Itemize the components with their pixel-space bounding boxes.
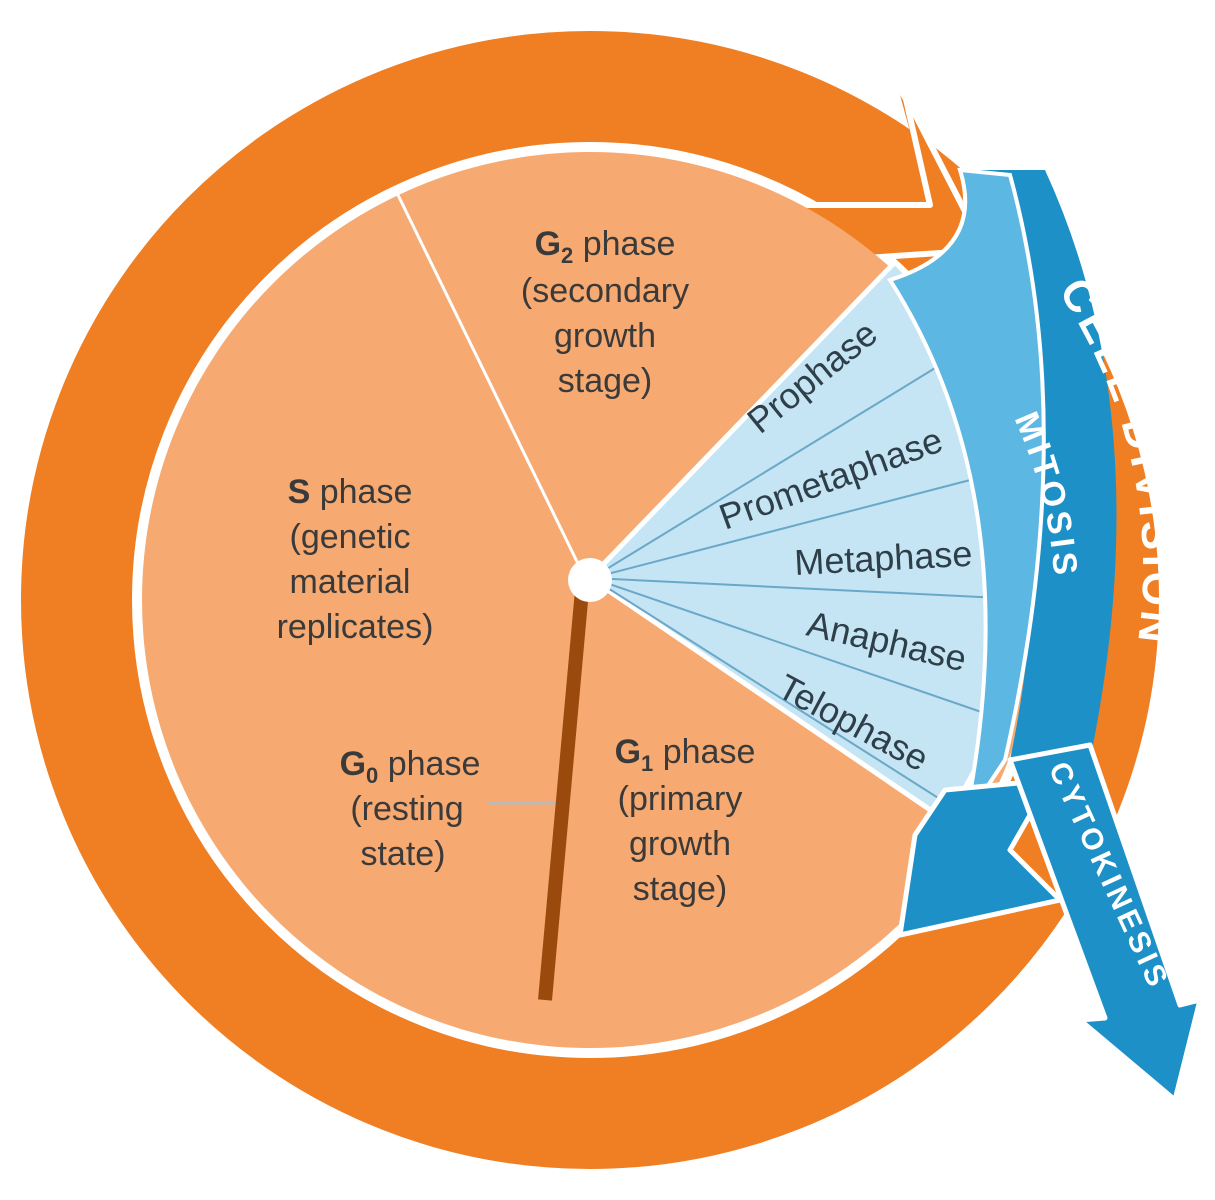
svg-text:G0 phase: G0 phase [340,745,481,788]
svg-text:(primary: (primary [618,780,743,818]
svg-text:stage): stage) [633,870,728,908]
metaphase-label: Metaphase [793,533,973,583]
g0-phase-label: G0 phase (resting state) [340,745,481,873]
svg-text:growth: growth [629,825,731,863]
svg-text:(resting: (resting [350,790,463,828]
s-g2-divider [396,194,587,579]
cytokinesis-arrow [1007,742,1203,1103]
svg-text:G1 phase: G1 phase [615,733,756,776]
g2-phase-label: G2 phase (secondary growth stage) [521,225,689,400]
mitosis-fan: Prophase Prometaphase Metaphase Anaphase… [568,258,1025,824]
svg-text:replicates): replicates) [277,608,434,646]
s-phase-label: S phase (genetic material replicates) [277,473,434,646]
center-hub [568,558,612,602]
svg-text:(genetic: (genetic [290,518,411,556]
svg-text:(secondary: (secondary [521,272,689,310]
svg-text:material: material [290,563,411,601]
svg-text:growth: growth [554,317,656,355]
g0-bar [538,589,589,1001]
svg-text:S phase: S phase [288,473,413,511]
svg-text:state): state) [360,835,445,873]
svg-text:G2 phase: G2 phase [535,225,676,268]
cell-division-band: CELL DIVISION MITOSIS CYTOKINESIS [886,167,1203,1103]
g1-phase-label: G1 phase (primary growth stage) [615,733,756,908]
svg-text:stage): stage) [558,362,653,400]
